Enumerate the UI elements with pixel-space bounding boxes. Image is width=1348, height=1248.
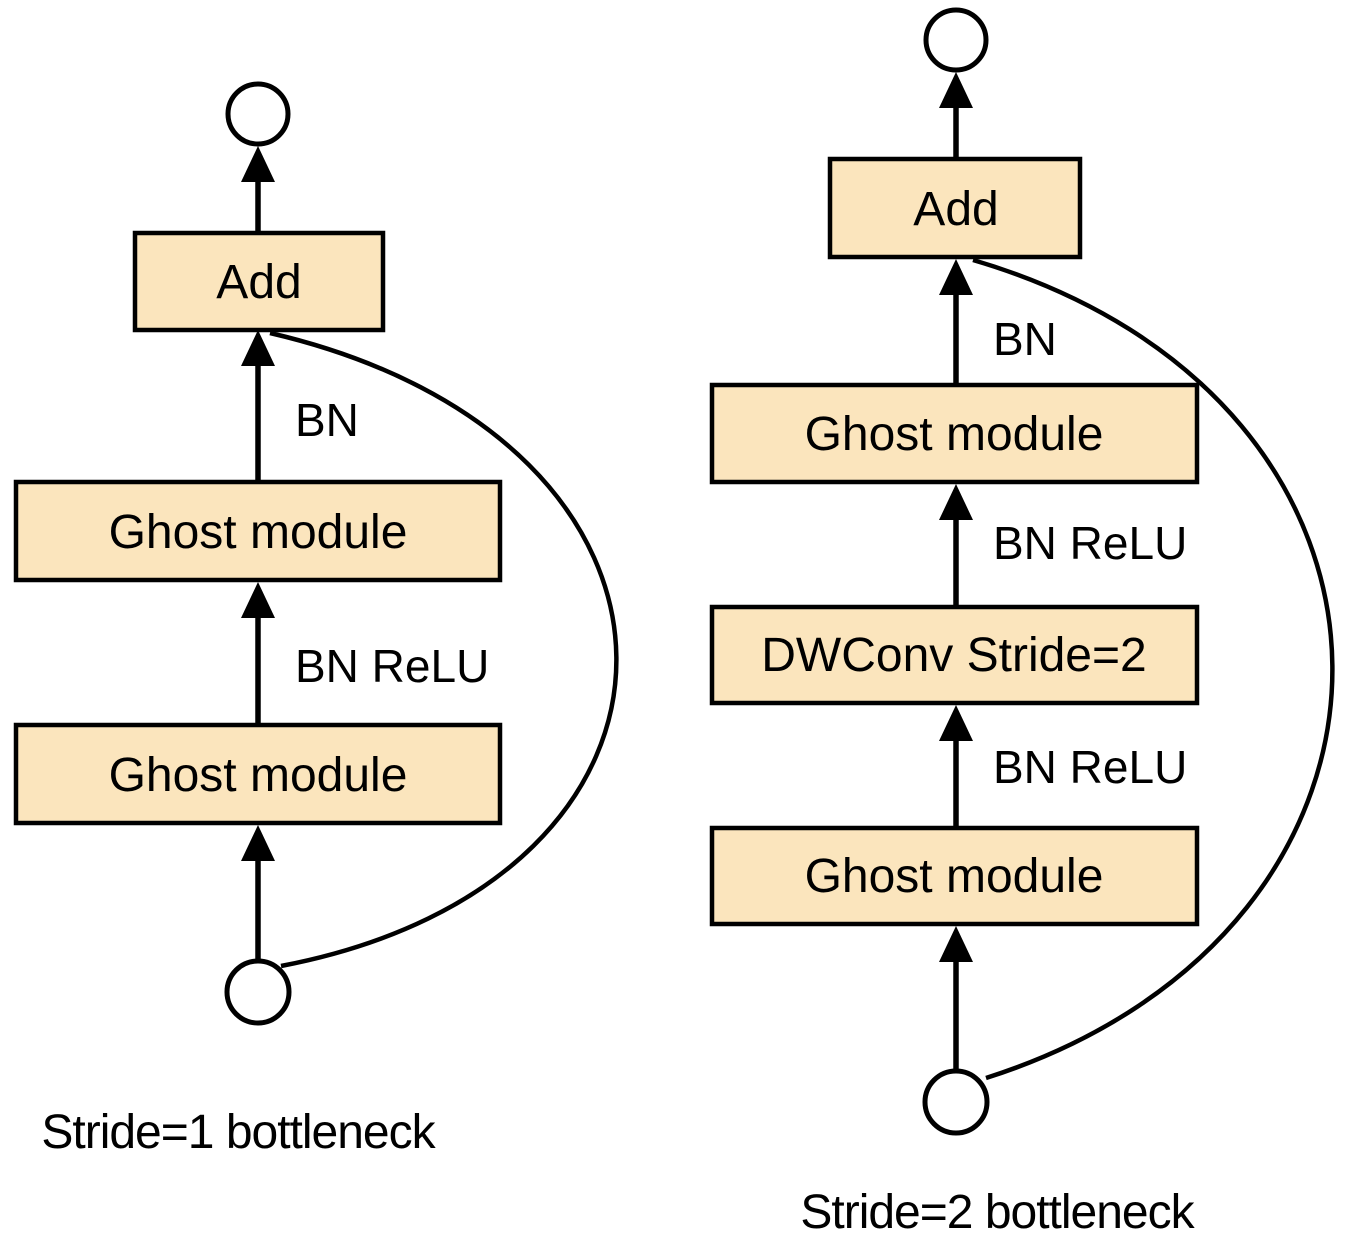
add-box-label: Add bbox=[913, 183, 998, 236]
ghost-module-label: Ghost module bbox=[805, 850, 1104, 903]
arrowhead-icon bbox=[939, 259, 973, 295]
dwconv-box-label: DWConv Stride=2 bbox=[761, 629, 1146, 682]
arrowhead-icon bbox=[939, 484, 973, 520]
stride2-bottleneck-diagram: Add BN Ghost module BN ReLU DWConv Strid… bbox=[709, 7, 1335, 1239]
bn-relu-edge-label: BN ReLU bbox=[295, 640, 489, 692]
arrowhead-icon bbox=[241, 825, 275, 861]
output-node-circle bbox=[923, 7, 989, 73]
stride2-caption: Stride=2 bottleneck bbox=[800, 1186, 1195, 1239]
add-box-label: Add bbox=[216, 256, 301, 309]
ghost-module-box bbox=[709, 382, 1200, 485]
input-node-circle bbox=[224, 958, 292, 1026]
input-node-circle bbox=[922, 1068, 990, 1136]
ghost-module-label: Ghost module bbox=[109, 506, 408, 559]
ghost-module-box bbox=[13, 479, 503, 583]
skip-connection-curve bbox=[269, 330, 619, 969]
arrowhead-icon bbox=[939, 705, 973, 741]
arrowhead-icon bbox=[241, 330, 275, 366]
ghost-module-label: Ghost module bbox=[109, 749, 408, 802]
add-box bbox=[132, 230, 386, 333]
arrowhead-icon bbox=[241, 582, 275, 618]
stride1-caption: Stride=1 bottleneck bbox=[41, 1106, 436, 1159]
ghost-module-label: Ghost module bbox=[805, 408, 1104, 461]
bn-relu-edge-label: BN ReLU bbox=[993, 517, 1187, 569]
ghost-module-box bbox=[709, 825, 1200, 927]
bn-edge-label: BN bbox=[295, 394, 359, 446]
arrowhead-icon bbox=[241, 146, 275, 182]
skip-connection-curve bbox=[972, 257, 1335, 1081]
arrowhead-icon bbox=[939, 926, 973, 962]
bn-relu-edge-label: BN ReLU bbox=[993, 741, 1187, 793]
dwconv-box bbox=[709, 604, 1200, 706]
arrowhead-icon bbox=[939, 72, 973, 108]
stride1-bottleneck-diagram: Add BN Ghost module BN ReLU Ghost module… bbox=[13, 81, 619, 1159]
bn-edge-label: BN bbox=[993, 313, 1057, 365]
ghost-module-box bbox=[13, 722, 503, 826]
add-box bbox=[827, 156, 1083, 260]
output-node-circle bbox=[225, 81, 291, 147]
